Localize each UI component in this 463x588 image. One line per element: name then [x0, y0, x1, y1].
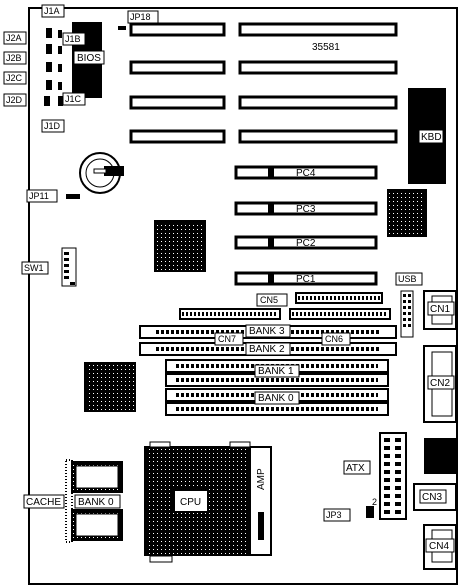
isa-slot: [129, 60, 226, 75]
cn5-label: CN5: [260, 295, 278, 305]
jp11-pins: [66, 194, 80, 199]
isa-slot: [129, 95, 226, 110]
cn7-label: CN7: [218, 334, 236, 344]
j1b-label: J1B: [65, 34, 81, 44]
isa-slot: [129, 129, 226, 144]
cn2-label: CN2: [430, 378, 450, 389]
bank3-label: BANK 3: [249, 326, 285, 337]
cn2-box: [427, 375, 455, 390]
chipset-chip-3: [84, 362, 136, 412]
cn5-box: [256, 293, 288, 307]
cache-bank-label: BANK 0: [78, 497, 114, 508]
jp18-label: JP18: [130, 12, 151, 22]
cn3-connector: [413, 438, 457, 511]
j2c-label: J2C: [6, 73, 23, 83]
cn4-box: [425, 538, 455, 553]
board-id-label: 35581: [312, 42, 340, 53]
pci-slots: [234, 165, 378, 286]
j1c-label: J1C: [65, 94, 82, 104]
bank1-box: [254, 364, 300, 378]
chipset-chip-2: [387, 189, 427, 237]
jp3-label: JP3: [326, 510, 342, 520]
cn3-label: CN3: [422, 492, 442, 503]
sw1-box: [21, 261, 49, 275]
bank0-label: BANK 0: [258, 393, 294, 404]
usb-label: USB: [398, 274, 417, 284]
pci-slot-pc4: [234, 165, 378, 180]
cn7-box: [214, 332, 244, 346]
atx-power-connector: [379, 432, 407, 520]
isa-slots-left: [129, 22, 226, 144]
isa-slot: [129, 22, 226, 37]
atx-box: [343, 460, 371, 475]
usb-box: [395, 272, 423, 286]
j1a-label: J1A: [44, 6, 60, 16]
jp3-pins: [366, 506, 374, 518]
kbd-label-box: [418, 129, 444, 144]
cn6-box: [321, 332, 351, 346]
jumper-block-j1: [44, 28, 63, 106]
atx-label: ATX: [346, 463, 365, 474]
cn4-label: CN4: [429, 541, 449, 552]
j1d-label: J1D: [44, 121, 61, 131]
pc1-label: PC1: [296, 274, 316, 285]
cache-modules: [65, 459, 123, 543]
jp18-box: [127, 10, 159, 24]
j2a-label: J2A: [6, 33, 22, 43]
pc2-label: PC2: [296, 238, 316, 249]
isa-slots-right: [238, 22, 398, 144]
bios-label-box: [73, 50, 105, 65]
isa-slot: [238, 129, 398, 144]
cpu-socket: [144, 441, 272, 563]
cache-box: [23, 494, 65, 509]
jumper-labels: J1A J2A J1B J2B J2C J1C J2D J1D: [3, 4, 86, 133]
bank2-label: BANK 2: [249, 344, 285, 355]
jp11-label: JP11: [29, 191, 49, 201]
jp3-box: [323, 508, 351, 522]
pci-slot-pc1: [234, 271, 378, 286]
j2d-label: J2D: [6, 95, 23, 105]
pci-slot-pc3: [234, 201, 378, 216]
cache-label: CACHE: [26, 497, 61, 508]
bank2-box: [245, 342, 291, 356]
cpu-label: CPU: [180, 497, 201, 508]
bank1-label: BANK 1: [258, 366, 294, 377]
pc3-label: PC3: [296, 204, 316, 215]
isa-slot: [238, 22, 398, 37]
isa-slot: [238, 60, 398, 75]
jp18-pins: [118, 26, 126, 30]
sw1-switch: [61, 247, 77, 287]
cache-bank-box: [74, 494, 121, 509]
jp11-box: [26, 189, 58, 203]
cn1-label: CN1: [430, 304, 450, 315]
chipset-chip-1: [154, 220, 206, 272]
cn6-label: CN6: [325, 334, 343, 344]
kbd-label: KBD: [421, 132, 442, 143]
jp3-pin-label: 2: [372, 497, 377, 507]
isa-slot: [238, 95, 398, 110]
bank0-box: [254, 391, 300, 405]
pci-slot-pc2: [234, 235, 378, 250]
j2b-label: J2B: [6, 53, 22, 63]
amp-label: AMP: [256, 468, 267, 490]
bank3-box: [245, 324, 291, 338]
battery: [79, 152, 124, 194]
pc4-label: PC4: [296, 168, 316, 179]
usb-header: [400, 290, 414, 338]
cn1-box: [427, 301, 455, 316]
cn3-box: [419, 489, 447, 504]
sw1-label: SW1: [24, 263, 44, 273]
bios-label: BIOS: [77, 53, 101, 64]
